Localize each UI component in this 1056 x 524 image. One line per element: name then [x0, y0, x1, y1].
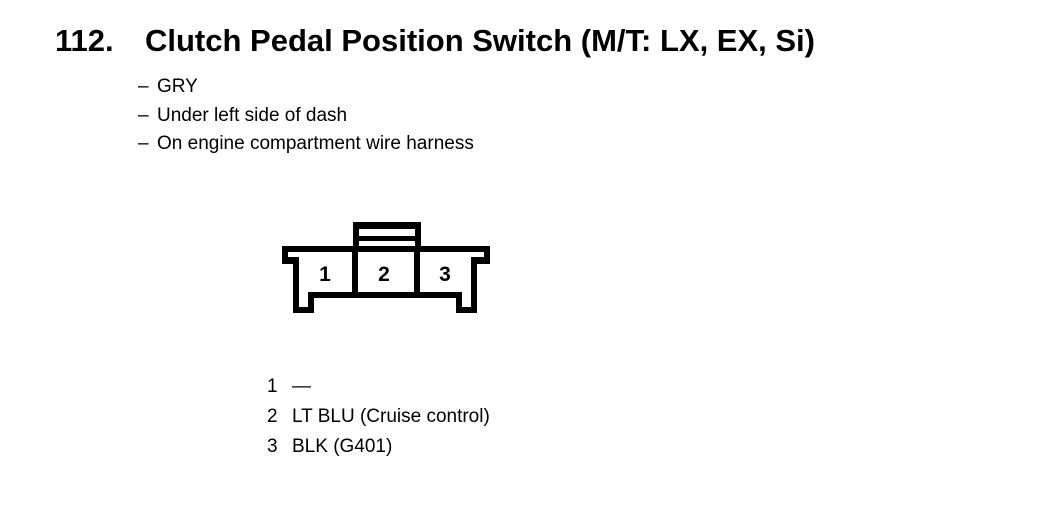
legend-wire: BLK (G401) [292, 436, 393, 457]
connector-notes: –GRY –Under left side of dash –On engine… [138, 73, 474, 159]
note-text: GRY [157, 76, 198, 97]
note-dash: – [138, 104, 149, 126]
note-text: Under left side of dash [157, 104, 348, 126]
note-location: –Under left side of dash [138, 102, 474, 131]
connector-diagram: 1 2 3 [282, 222, 490, 313]
page-title: Clutch Pedal Position Switch (M/T: LX, E… [145, 23, 815, 58]
legend-wire: — [292, 376, 311, 397]
legend-row-3: 3 BLK (G401) [267, 432, 490, 462]
legend-row-2: 2 LT BLU (Cruise control) [267, 402, 490, 432]
note-text: On engine compartment wire harness [157, 133, 474, 154]
legend-wire: LT BLU (Cruise control) [292, 406, 490, 427]
connector-cavities [288, 229, 484, 307]
legend-pin: 3 [267, 436, 278, 457]
legend-row-1: 1— [267, 372, 490, 402]
note-dash: – [138, 76, 149, 97]
note-harness: –On engine compartment wire harness [138, 130, 474, 159]
legend-pin: 2 [267, 406, 278, 427]
item-number: 112. [55, 23, 114, 58]
pin-number-1: 1 [319, 263, 331, 286]
legend-pin: 1 [267, 376, 278, 397]
pin-number-3: 3 [439, 263, 451, 286]
pin-number-2: 2 [378, 263, 390, 286]
note-dash: – [138, 133, 149, 154]
note-color: –GRY [138, 73, 474, 102]
